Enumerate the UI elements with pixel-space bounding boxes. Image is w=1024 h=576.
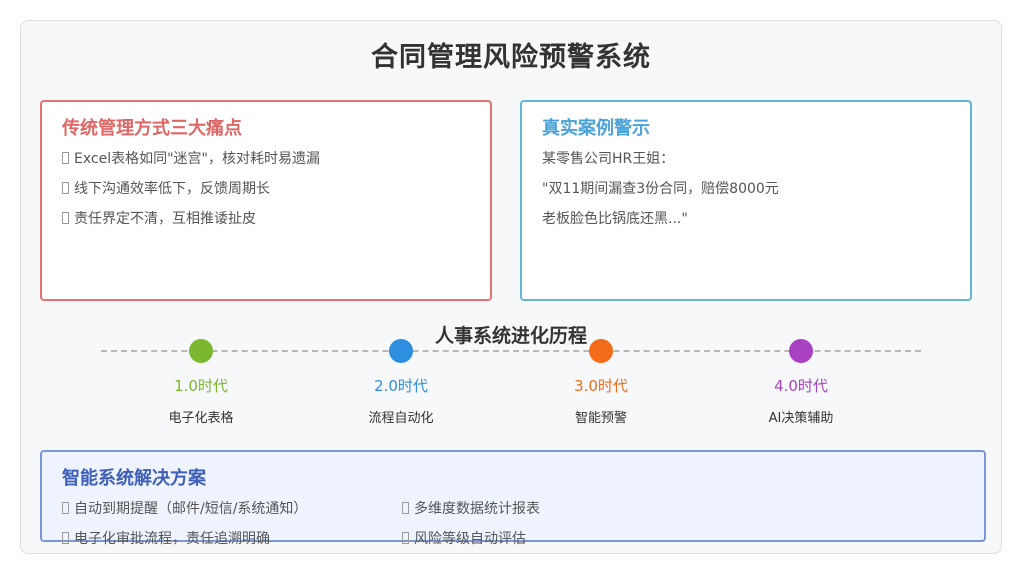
bullet-icon — [402, 502, 409, 514]
case-line: 老板脸色比锅底还黑..." — [542, 211, 688, 227]
pain-point-item: 线下沟通效率低下，反馈周期长 — [62, 178, 270, 198]
pain-point-item: Excel表格如同"迷宫"，核对耗时易遗漏 — [62, 148, 320, 168]
solution-text: 多维度数据统计报表 — [414, 501, 540, 517]
timeline-title: 人事系统进化历程 — [434, 325, 587, 347]
case-warning-heading: 真实案例警示 — [542, 118, 650, 139]
case-line: 某零售公司HR王姐： — [542, 151, 675, 167]
bullet-icon — [62, 212, 69, 224]
timeline-node-4 — [789, 339, 813, 363]
timeline-node-3 — [589, 339, 613, 363]
solution-item: 自动到期提醒（邮件/短信/系统通知） — [62, 498, 307, 518]
timeline-stage-desc-2: 流程自动化 — [368, 411, 434, 426]
solution-text: 自动到期提醒（邮件/短信/系统通知） — [74, 501, 308, 517]
bullet-icon — [62, 502, 69, 514]
timeline-stage-version-3: 3.0时代 — [574, 377, 628, 395]
solution-text: 电子化审批流程，责任追溯明确 — [74, 531, 270, 547]
solution-item: 风险等级自动评估 — [402, 528, 526, 548]
timeline-dashed-line — [101, 350, 921, 352]
timeline-stage-desc-3: 智能预警 — [574, 411, 627, 426]
case-warning-card: 真实案例警示 某零售公司HR王姐： "双11期间漏查3份合同，赔偿8000元 老… — [520, 100, 972, 301]
timeline-stage-desc-1: 电子化表格 — [168, 411, 234, 426]
timeline-node-1 — [189, 339, 213, 363]
page-title: 合同管理风险预警系统 — [371, 42, 651, 73]
solution-card: 智能系统解决方案 自动到期提醒（邮件/短信/系统通知） 多维度数据统计报表 电子… — [40, 450, 986, 547]
pain-points-card: 传统管理方式三大痛点 Excel表格如同"迷宫"，核对耗时易遗漏 线下沟通效率低… — [40, 100, 492, 301]
pain-point-text: 责任界定不清，互相推诿扯皮 — [74, 211, 256, 227]
pain-point-item: 责任界定不清，互相推诿扯皮 — [62, 208, 256, 228]
bullet-icon — [402, 532, 409, 544]
solution-text: 风险等级自动评估 — [414, 531, 526, 547]
pain-point-text: 线下沟通效率低下，反馈周期长 — [74, 181, 270, 197]
timeline-stage-version-1: 1.0时代 — [174, 377, 228, 395]
timeline-stage-desc-4: AI决策辅助 — [768, 411, 834, 426]
timeline-stage-version-4: 4.0时代 — [774, 377, 828, 395]
pain-point-text: Excel表格如同"迷宫"，核对耗时易遗漏 — [74, 151, 320, 167]
slide-frame: 合同管理风险预警系统 传统管理方式三大痛点 Excel表格如同"迷宫"，核对耗时… — [20, 20, 1002, 554]
timeline-stage-version-2: 2.0时代 — [374, 377, 428, 395]
solution-item: 电子化审批流程，责任追溯明确 — [62, 528, 270, 548]
pain-points-heading: 传统管理方式三大痛点 — [62, 118, 242, 139]
case-line: "双11期间漏查3份合同，赔偿8000元 — [542, 181, 779, 197]
bullet-icon — [62, 182, 69, 194]
timeline-node-2 — [389, 339, 413, 363]
bullet-icon — [62, 152, 69, 164]
bullet-icon — [62, 532, 69, 544]
solution-heading: 智能系统解决方案 — [62, 468, 206, 489]
solution-item: 多维度数据统计报表 — [402, 498, 540, 518]
